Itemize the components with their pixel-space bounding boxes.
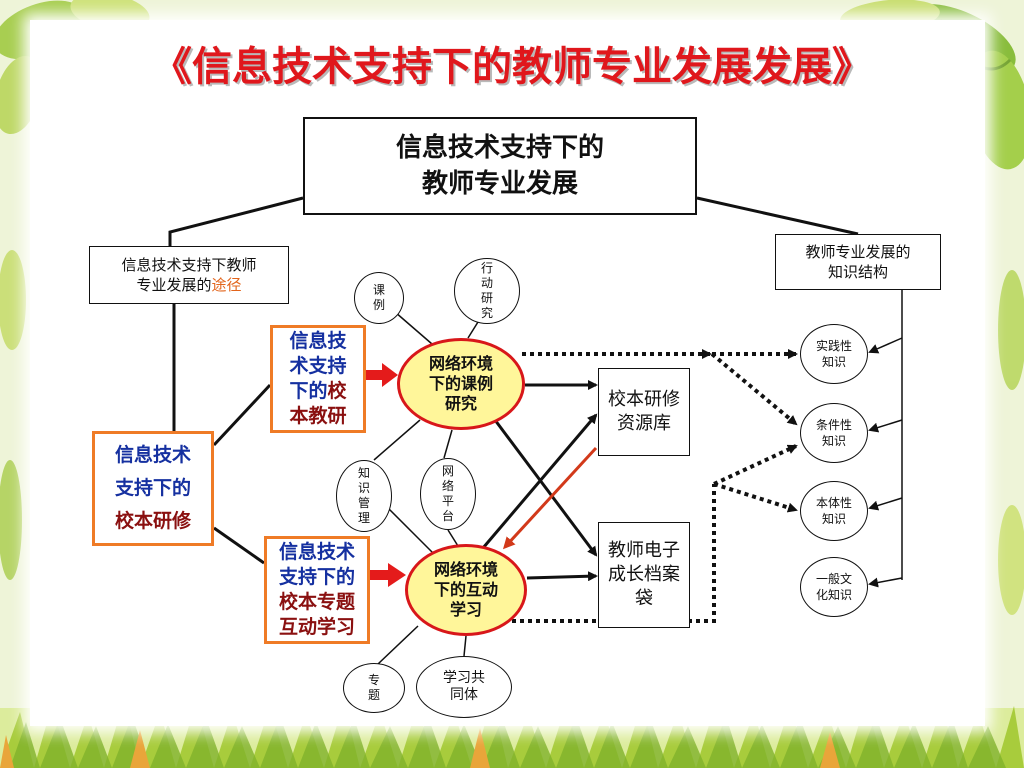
- knowledge-oval-practical: 实践性知识: [800, 324, 868, 384]
- hub1-to-portfolio-arrow: [493, 419, 598, 557]
- satellite-case-example: 课例: [354, 272, 404, 324]
- knowledge-oval-subject: 本体性知识: [800, 481, 868, 541]
- case-line4: 本教研: [289, 405, 347, 427]
- knowledge-bracket: [868, 290, 903, 588]
- network-case-research-hub: 网络环境 下的课例 研究: [397, 338, 525, 430]
- route-box: 信息技术支持下教师 专业发展的途径: [89, 246, 289, 304]
- route-line2: 专业发展的途径: [136, 276, 242, 294]
- central-topic-line1: 信息技术支持下的: [395, 133, 604, 163]
- hub1-line1: 网络环境: [428, 354, 493, 373]
- topic-learning-branch-box: 信息技术 支持下的 校本专题 互动学习: [264, 536, 370, 644]
- knowledge-line1: 教师专业发展的: [805, 243, 911, 261]
- hub2-line2: 下的互动: [433, 580, 498, 599]
- case-line2: 术支持: [289, 355, 347, 377]
- hub2-line1: 网络环境: [433, 560, 498, 579]
- school-based-training-box: 信息技术 支持下的 校本研修: [92, 431, 214, 546]
- central-topic-box: 信息技术支持下的 教师专业发展: [303, 117, 697, 215]
- hub2-to-portfolio-arrow: [526, 571, 598, 582]
- side-leaves: [0, 250, 1024, 615]
- training-to-case-line: [212, 383, 272, 447]
- topic-line4: 互动学习: [278, 616, 355, 638]
- hub1-line2: 下的课例: [428, 374, 493, 393]
- topic-line2: 支持下的: [278, 566, 355, 588]
- hub2-to-library-arrow: [481, 413, 598, 549]
- red-arrow-lower: [370, 563, 406, 587]
- hub2-dotted-line: [512, 484, 716, 623]
- knowledge-oval-general-culture: 一般文化知识: [800, 557, 868, 617]
- central-topic-line2: 教师专业发展: [421, 169, 578, 199]
- library-to-hub2-orange-arrow: [502, 446, 598, 550]
- training-to-topic-line: [213, 526, 265, 565]
- school-resource-library-box: 校本研修资源库: [598, 368, 690, 456]
- center-to-route-line: [168, 196, 304, 246]
- red-arrow-upper: [366, 363, 398, 387]
- training-line1: 信息技术: [114, 444, 191, 466]
- case-line1: 信息技: [289, 330, 347, 352]
- knowledge-line2: 知识结构: [827, 263, 888, 281]
- route-highlight: 途径: [211, 276, 242, 294]
- satellite-action-research: 行动研究: [454, 258, 520, 324]
- teacher-e-portfolio-box: 教师电子成长档案袋: [598, 522, 690, 628]
- satellite-network-platform: 网络平台: [420, 458, 476, 530]
- route-line1: 信息技术支持下教师: [121, 256, 257, 274]
- slide-title: 《信息技术支持下的教师专业发展发展》: [152, 43, 872, 90]
- network-interactive-learning-hub: 网络环境 下的互动 学习: [405, 544, 527, 636]
- hub1-line3: 研究: [444, 394, 477, 413]
- topic-line3: 校本专题: [278, 591, 355, 613]
- hub2-line3: 学习: [449, 600, 482, 619]
- satellite-topic: 专题: [343, 663, 405, 713]
- center-to-knowledge-line: [696, 196, 859, 236]
- satellite-knowledge-management: 知识管理: [336, 460, 392, 532]
- training-line3: 校本研修: [114, 510, 191, 532]
- case-research-branch-box: 信息技 术支持 下的校 本教研: [270, 325, 366, 433]
- satellite-learning-community: 学习共同体: [416, 656, 512, 718]
- training-line2: 支持下的: [114, 477, 191, 499]
- knowledge-structure-box: 教师专业发展的 知识结构: [775, 234, 941, 290]
- case-line3: 下的校: [289, 380, 347, 402]
- topic-line1: 信息技术: [278, 541, 355, 563]
- knowledge-oval-conditional: 条件性知识: [800, 403, 868, 463]
